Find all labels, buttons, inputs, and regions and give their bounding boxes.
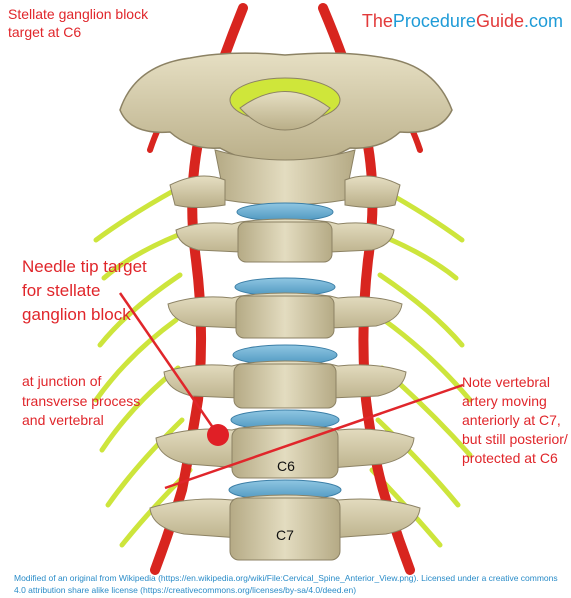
vertebra-label-c7: C7 <box>276 527 294 543</box>
diagram-title: Stellate ganglion block target at C6 <box>8 5 178 41</box>
needle-target-dot <box>207 424 229 446</box>
brand-part-guide: Guide <box>476 11 524 31</box>
brand-part-com: .com <box>524 11 563 31</box>
needle-target-label-detail: at junction of transverse process and ve… <box>22 372 152 431</box>
vertebral-artery-note: Note vertebral artery moving anteriorly … <box>462 373 570 468</box>
brand-part-the: The <box>362 11 393 31</box>
vertebra-label-c6: C6 <box>277 458 295 474</box>
brand-part-procedure: Procedure <box>393 11 476 31</box>
needle-target-label: Needle tip target for stellate ganglion … <box>22 255 152 327</box>
brand-logo-text: TheProcedureGuide.com <box>362 10 563 32</box>
atlas-axis <box>120 53 452 207</box>
image-credit: Modified of an original from Wikipedia (… <box>14 572 570 596</box>
